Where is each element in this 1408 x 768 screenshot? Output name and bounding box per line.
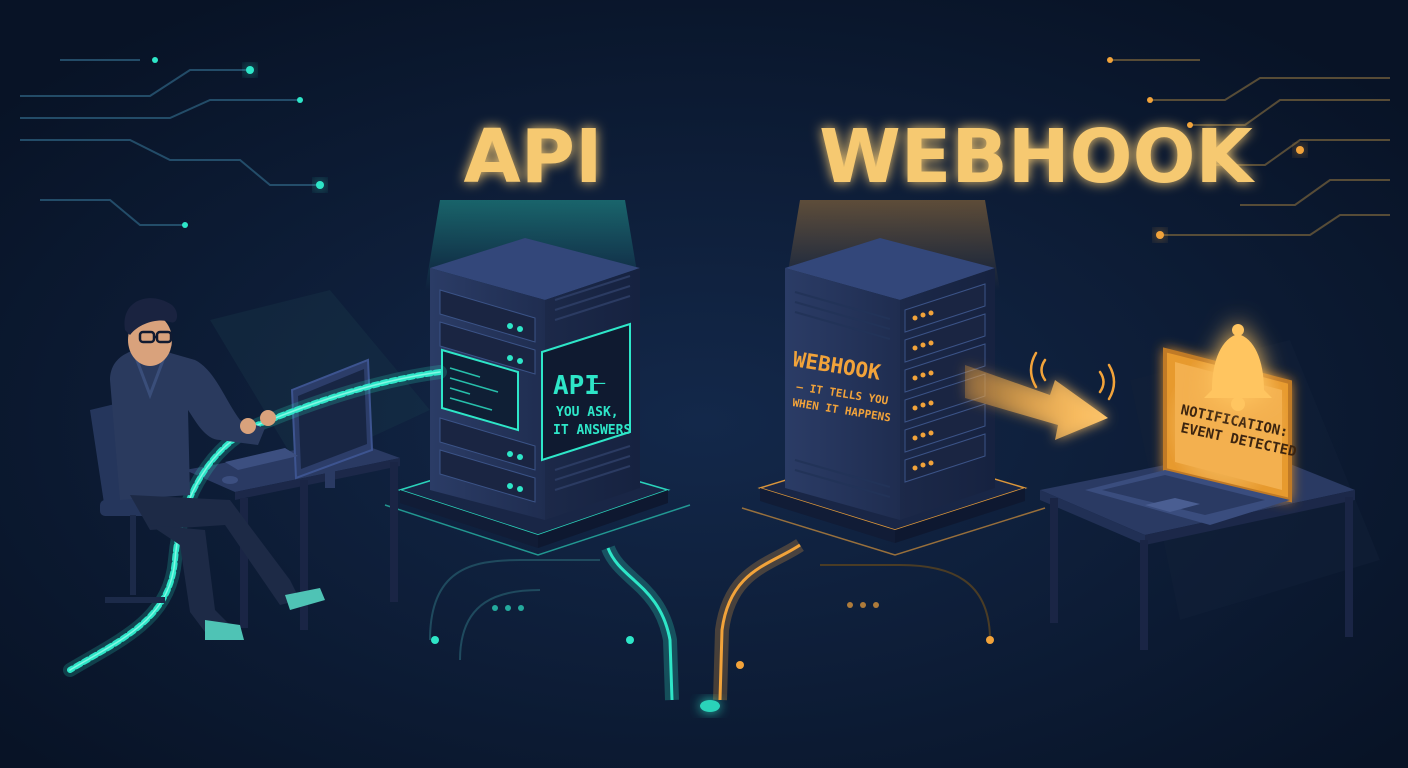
- developer-desk: [185, 290, 430, 630]
- api-side-screen: [541, 322, 631, 462]
- mouse: [222, 476, 238, 484]
- keyboard: [225, 448, 298, 470]
- api-server-leds: [507, 323, 523, 492]
- arrow-right-icon: [965, 365, 1108, 440]
- developer-figure: [90, 298, 325, 640]
- api-heading: API: [463, 114, 602, 200]
- webhook-server-rack-units: [904, 283, 986, 483]
- api-data-path: [429, 545, 679, 701]
- webhook-heading: WEBHOOK: [819, 114, 1255, 200]
- circuit-lines-left: [20, 59, 320, 226]
- api-server-rack-units: [439, 289, 536, 503]
- api-screen-dash: —: [590, 373, 606, 392]
- api-code-window: [441, 348, 519, 432]
- circuit-dots-left: [152, 57, 324, 228]
- bell-icon: [1204, 324, 1272, 411]
- webhook-server-leds: [912, 310, 934, 471]
- circuit-lines-right: [1110, 59, 1390, 236]
- webhook-server-top: [785, 238, 995, 300]
- circuit-dots-right: [1107, 57, 1304, 239]
- webhook-data-path: [713, 539, 994, 701]
- center-junction: [700, 700, 720, 712]
- api-screen-line1: YOU ASK,: [556, 405, 619, 420]
- signal-waves-icon: [1029, 351, 1116, 401]
- api-screen-title: API: [553, 371, 600, 401]
- api-server-top: [430, 238, 640, 300]
- webhook-server-group: WEBHOOK — IT TELLS YOU WHEN IT HAPPENS: [741, 238, 1046, 556]
- api-server-group: API — YOU ASK, IT ANSWERS: [384, 238, 691, 556]
- webhook-server-front: [785, 268, 900, 520]
- api-screen-line2: IT ANSWERS: [553, 423, 631, 438]
- rope-cable: [63, 365, 447, 677]
- floor-dots: [432, 637, 993, 643]
